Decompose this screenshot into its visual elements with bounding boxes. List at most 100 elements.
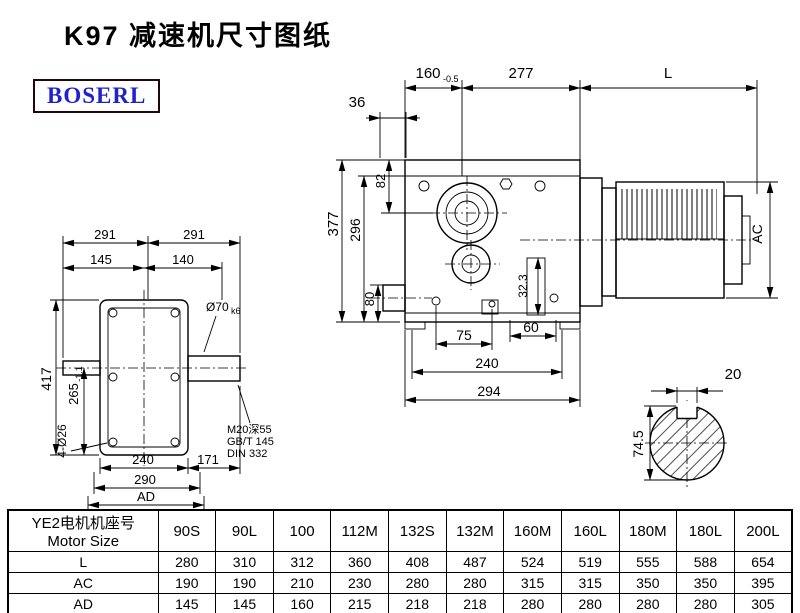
dim-265-tolerance: -1.1 bbox=[74, 366, 84, 382]
cell: 280 bbox=[676, 593, 735, 613]
column-header: 90L bbox=[215, 509, 274, 552]
column-header: 112M bbox=[330, 509, 389, 552]
cell: 395 bbox=[733, 572, 793, 594]
cell: 280 bbox=[618, 593, 678, 613]
cell: 280 bbox=[503, 593, 562, 613]
cell: 312 bbox=[272, 551, 332, 573]
dim-160-label: 160 bbox=[415, 65, 440, 82]
row-label: AD bbox=[7, 593, 159, 613]
row-label: L bbox=[7, 551, 159, 573]
front-view-dimensions: 291 291 145 140 417 265 -1.1 4-Ø26 bbox=[38, 227, 274, 509]
cell: 215 bbox=[330, 593, 389, 613]
cell: 145 bbox=[157, 593, 217, 613]
table-row-AC: AC 190 190 210 230 280 280 315 315 350 3… bbox=[7, 572, 793, 594]
dim-80-label: 80 bbox=[362, 292, 377, 306]
motor-size-table: YE2电机机座号 Motor Size 90S 90L 100 112M 132… bbox=[7, 509, 793, 613]
column-header: 100 bbox=[272, 509, 332, 552]
note-thread: M20深55 bbox=[227, 423, 272, 436]
dim-AC-label: AC bbox=[749, 224, 765, 243]
cell: 315 bbox=[560, 572, 620, 594]
row-label: AC bbox=[7, 572, 159, 594]
dim-377-label: 377 bbox=[325, 211, 342, 236]
dim-290-label: 290 bbox=[134, 472, 156, 487]
cell: 408 bbox=[388, 551, 447, 573]
dim-36-label: 36 bbox=[349, 94, 366, 111]
front-view: 291 291 145 140 417 265 -1.1 4-Ø26 bbox=[38, 227, 274, 509]
column-header: 200L bbox=[733, 509, 793, 552]
table-row-L: L 280 310 312 360 408 487 524 519 555 58… bbox=[7, 551, 793, 573]
cell: 487 bbox=[445, 551, 505, 573]
front-housing bbox=[56, 290, 248, 466]
column-header: 160L bbox=[560, 509, 620, 552]
column-header: 132M bbox=[445, 509, 505, 552]
cell: 519 bbox=[560, 551, 620, 573]
keyway bbox=[676, 407, 698, 420]
cell: 350 bbox=[618, 572, 678, 594]
dim-32-3-label: 32.3 bbox=[516, 274, 530, 298]
cell: 280 bbox=[560, 593, 620, 613]
cell: 310 bbox=[215, 551, 274, 573]
cell: 230 bbox=[330, 572, 389, 594]
page-title: K97 减速机尺寸图纸 bbox=[64, 21, 333, 51]
side-view: 160 -0.5 277 L 36 82 377 bbox=[325, 65, 778, 407]
cell: 350 bbox=[676, 572, 735, 594]
dim-294-label: 294 bbox=[477, 383, 501, 399]
brand-logo: BOSERL bbox=[33, 79, 161, 113]
header-line-en: Motor Size bbox=[47, 533, 120, 550]
cell: 588 bbox=[676, 551, 735, 573]
side-view-dimensions: 160 -0.5 277 L 36 82 377 bbox=[325, 65, 778, 407]
dim-20-label: 20 bbox=[725, 366, 742, 383]
cell: 218 bbox=[445, 593, 505, 613]
header-line-cn: YE2电机机座号 bbox=[31, 515, 135, 532]
cell: 524 bbox=[503, 551, 562, 573]
column-header: 160M bbox=[503, 509, 562, 552]
dim-277-label: 277 bbox=[508, 65, 533, 82]
cell: 145 bbox=[215, 593, 274, 613]
table-row-AD: AD 145 145 160 215 218 218 280 280 280 2… bbox=[7, 593, 793, 613]
dim-171-label: 171 bbox=[197, 452, 219, 467]
column-header: 180M bbox=[618, 509, 678, 552]
note-din-standard: DIN 332 bbox=[227, 448, 267, 460]
dim-160-tolerance: -0.5 bbox=[443, 74, 459, 84]
cell: 315 bbox=[503, 572, 562, 594]
cell: 305 bbox=[733, 593, 793, 613]
dim-417-label: 417 bbox=[38, 367, 54, 391]
cell: 555 bbox=[618, 551, 678, 573]
dim-AD-label: AD bbox=[137, 489, 155, 504]
dim-296-label: 296 bbox=[347, 218, 363, 242]
dim-holes-label: 4-Ø26 bbox=[55, 424, 69, 458]
dim-75-label: 75 bbox=[456, 327, 472, 343]
dim-140-label: 140 bbox=[172, 252, 194, 267]
dim-291-left-label: 291 bbox=[94, 227, 116, 242]
cell: 190 bbox=[157, 572, 217, 594]
column-header: 90S bbox=[157, 509, 217, 552]
cell: 190 bbox=[215, 572, 274, 594]
table-header-motor-size: YE2电机机座号 Motor Size bbox=[7, 509, 159, 552]
output-shaft bbox=[187, 355, 241, 382]
column-header: 132S bbox=[388, 509, 447, 552]
cell: 160 bbox=[272, 593, 332, 613]
dim-74-5-label: 74.5 bbox=[630, 430, 646, 457]
cell: 280 bbox=[388, 572, 447, 594]
cell: 360 bbox=[330, 551, 389, 573]
section-dimensions: 20 74.5 bbox=[630, 366, 742, 481]
dim-265-label: 265 bbox=[66, 383, 81, 405]
table-header-row: YE2电机机座号 Motor Size 90S 90L 100 112M 132… bbox=[7, 509, 793, 552]
dim-shaft-tol-label: k6 bbox=[231, 306, 241, 316]
note-gb-standard: GB/T 145 bbox=[227, 436, 274, 448]
dim-82-label: 82 bbox=[373, 174, 388, 188]
dim-291-right-label: 291 bbox=[183, 227, 205, 242]
motor bbox=[520, 177, 758, 307]
dim-240-front-label: 240 bbox=[132, 452, 154, 467]
dim-240-side-label: 240 bbox=[475, 355, 499, 371]
cell: 654 bbox=[733, 551, 793, 573]
dim-60-label: 60 bbox=[523, 319, 539, 335]
motor-fins bbox=[621, 189, 717, 239]
dim-145-label: 145 bbox=[90, 252, 112, 267]
cell: 218 bbox=[388, 593, 447, 613]
gearbox-housing bbox=[370, 159, 581, 330]
cell: 280 bbox=[445, 572, 505, 594]
shaft-section: 20 74.5 bbox=[630, 366, 741, 488]
